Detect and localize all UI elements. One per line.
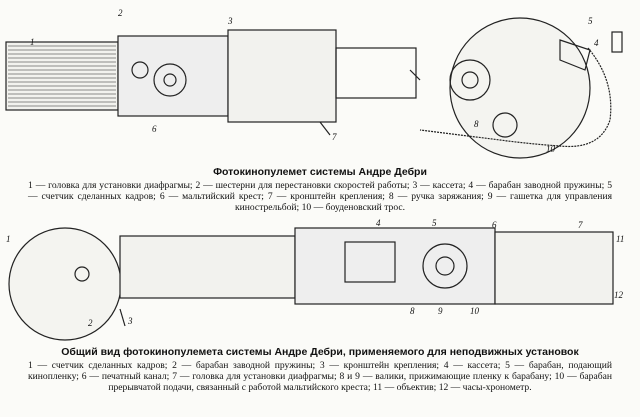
figure2-drawing: 1 2 3 4 5 6 7 8 9 10 11 12 bbox=[6, 218, 624, 341]
figure1-title: Фотокинопулемет системы Андре Дебри bbox=[213, 166, 427, 178]
label-11: 11 bbox=[616, 234, 624, 244]
label-4: 4 bbox=[594, 38, 599, 48]
label-5: 5 bbox=[588, 16, 593, 26]
label-7: 7 bbox=[578, 220, 583, 230]
label-5: 5 bbox=[432, 218, 437, 228]
label-3: 3 bbox=[127, 316, 133, 326]
label-4: 4 bbox=[376, 218, 381, 228]
figure2-caption: 1 — счетчик сделанных кадров; 2 — бараба… bbox=[28, 360, 612, 393]
label-2: 2 bbox=[118, 8, 123, 18]
label-6: 6 bbox=[152, 124, 157, 134]
label-6: 6 bbox=[492, 220, 497, 230]
figure1-drawing: 1 2 3 4 5 6 7 8 10 bbox=[5, 8, 623, 159]
label-8: 8 bbox=[474, 119, 479, 129]
label-10: 10 bbox=[470, 306, 480, 316]
label-3: 3 bbox=[227, 16, 233, 26]
label-10: 10 bbox=[546, 144, 556, 154]
figure2-title: Общий вид фотокинопулемета системы Андре… bbox=[61, 346, 579, 358]
label-8: 8 bbox=[410, 306, 415, 316]
label-12: 12 bbox=[614, 290, 624, 300]
label-1: 1 bbox=[6, 234, 11, 244]
label-2: 2 bbox=[88, 318, 93, 328]
label-7: 7 bbox=[332, 132, 337, 142]
figure1-caption: 1 — головка для установки диафрагмы; 2 —… bbox=[28, 180, 612, 213]
label-9: 9 bbox=[438, 306, 443, 316]
label-1: 1 bbox=[30, 37, 35, 47]
